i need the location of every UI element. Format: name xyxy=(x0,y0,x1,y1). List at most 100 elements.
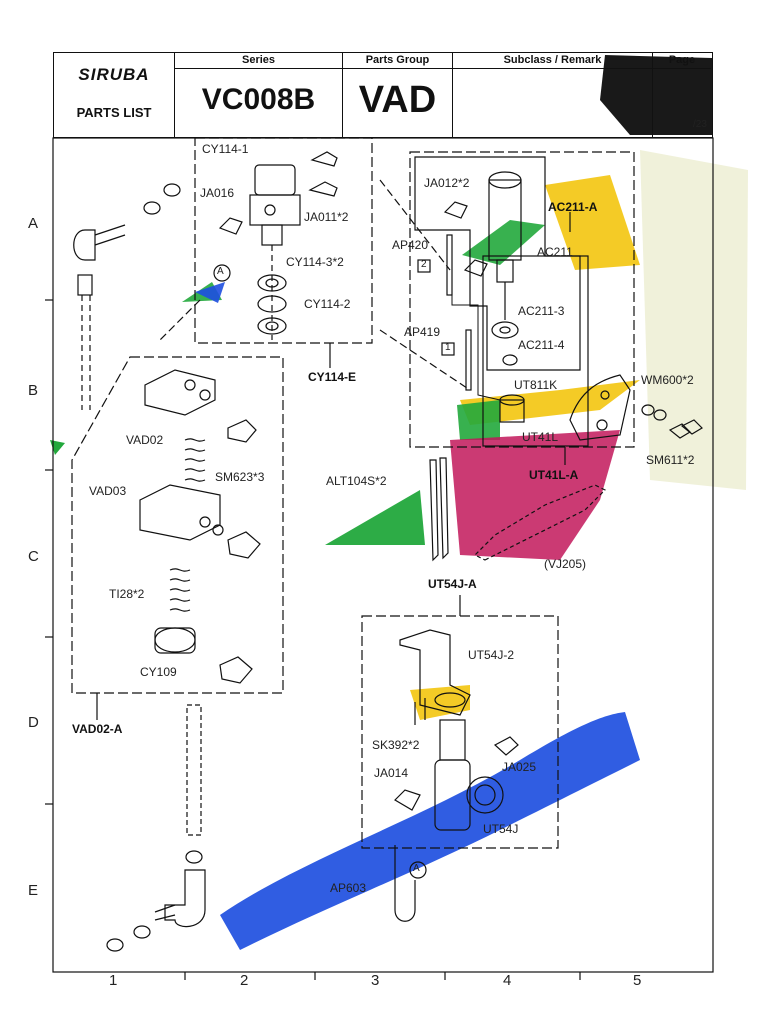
label-ti28: TI28*2 xyxy=(109,587,145,601)
ac211-4-washer xyxy=(502,354,518,366)
label-sk392: SK392*2 xyxy=(372,738,420,752)
sm623-bolt xyxy=(227,419,257,443)
spring-upper xyxy=(184,438,206,482)
ap603-tube xyxy=(394,845,416,922)
col-marker-1: 1 xyxy=(109,972,118,989)
col-marker-5: 5 xyxy=(633,972,642,989)
ja011-fittings xyxy=(308,151,338,197)
label-ut54j-a: UT54J-A xyxy=(428,577,477,591)
vad02-block xyxy=(144,369,216,416)
yellow-highlight-top xyxy=(545,175,640,270)
ap420-tube xyxy=(446,234,453,296)
label-ap419: AP419 xyxy=(404,325,441,339)
yellow-highlight-mid xyxy=(460,380,640,425)
label-cy114-e: CY114-E xyxy=(308,370,357,384)
ja025-fitting xyxy=(493,736,519,756)
col-marker-2: 2 xyxy=(240,972,249,989)
doc-type: PARTS LIST xyxy=(76,105,152,120)
callout-a-bottom xyxy=(409,861,427,879)
page-cell: Page /23 xyxy=(653,53,711,137)
label-sm623: SM623*3 xyxy=(215,470,265,484)
row-marker-a: A xyxy=(28,215,39,232)
label-ja012: JA012*2 xyxy=(424,176,470,190)
ac211-3-nut xyxy=(491,321,519,339)
ja016-fitting xyxy=(218,217,243,235)
green-highlight-left xyxy=(325,490,425,545)
label-vad03: VAD03 xyxy=(89,484,127,498)
series-caption: Series xyxy=(175,53,342,69)
ut811k-part xyxy=(499,394,525,423)
wm600-washers xyxy=(641,404,667,421)
ja012-fitting xyxy=(443,201,468,219)
brand-cell: SIRUBA PARTS LIST xyxy=(54,53,175,137)
label-ap603: AP603 xyxy=(330,881,367,895)
tube-routing xyxy=(451,295,501,401)
label-ut41l-a: UT41L-A xyxy=(529,468,579,482)
label-ja025: JA025 xyxy=(502,760,537,774)
dashed-ref-lines xyxy=(379,179,471,391)
row-marker-c: C xyxy=(28,548,39,565)
ut54j-2-bracket xyxy=(399,629,471,716)
ja012-fitting-2 xyxy=(463,259,488,277)
label-vad02: VAD02 xyxy=(126,433,164,447)
label-ja016: JA016 xyxy=(200,186,235,200)
sm611-screws xyxy=(668,419,703,439)
box-2-frame xyxy=(417,259,431,273)
col-marker-4: 4 xyxy=(503,972,512,989)
callout-a-bottom-letter: A xyxy=(413,863,420,874)
cy114-1-part xyxy=(249,164,301,246)
blue-stroke xyxy=(220,712,640,950)
grid-ticks xyxy=(45,299,581,980)
sk392-screws xyxy=(414,698,426,725)
green-highlight-edge xyxy=(50,440,65,455)
label-ap420: AP420 xyxy=(392,238,429,252)
redaction-scribble xyxy=(600,55,712,135)
vad03-block xyxy=(139,484,224,541)
col-marker-3: 3 xyxy=(371,972,380,989)
green-highlight-top xyxy=(462,220,545,265)
ac211a-inner-box xyxy=(414,156,581,371)
label-sm611: SM611*2 xyxy=(646,453,695,467)
label-alt104s: ALT104S*2 xyxy=(326,474,387,488)
label-cy114-3: CY114-3*2 xyxy=(286,255,344,269)
cy109-part xyxy=(154,627,196,654)
magenta-highlight xyxy=(450,430,620,560)
green-highlight-mid xyxy=(457,400,500,440)
label-vad02-a: VAD02-A xyxy=(72,722,123,736)
subclass-cell: Subclass / Remark xyxy=(453,53,653,137)
label-cy114-2: CY114-2 xyxy=(304,297,351,311)
left-hose-assembly xyxy=(73,183,181,410)
label-ac211: AC211 xyxy=(537,245,573,259)
label-ac211-a: AC211-A xyxy=(548,200,598,214)
ut41l-inner-box xyxy=(482,255,589,447)
page-caption: Page xyxy=(653,53,711,69)
callout-a-top xyxy=(213,264,231,282)
label-ut811k: UT811K xyxy=(514,378,558,392)
ut41l-bracket xyxy=(569,374,631,441)
sm623-bolt-2 xyxy=(227,531,261,559)
label-ut54j: UT54J xyxy=(483,822,519,836)
brand-logo: SIRUBA xyxy=(78,65,150,84)
label-wm600: WM600*2 xyxy=(641,373,694,387)
label-ac211-3: AC211-3 xyxy=(518,304,565,318)
label-box-1: 1 xyxy=(445,342,451,353)
group-value: VAD xyxy=(358,79,437,121)
label-ut54j-2: UT54J-2 xyxy=(468,648,515,662)
spring-lower xyxy=(169,568,191,612)
ut41la-group-box xyxy=(409,151,635,448)
label-ut41l: UT41L xyxy=(522,430,559,444)
label-ja011: JA011*2 xyxy=(304,210,349,224)
row-marker-b: B xyxy=(28,382,39,399)
ut54ja-group-box xyxy=(361,615,559,849)
box-1-frame xyxy=(441,342,455,356)
label-cy109: CY109 xyxy=(140,665,177,679)
label-vj205: (VJ205) xyxy=(544,557,587,571)
group-caption: Parts Group xyxy=(343,53,452,69)
vj205-bracket xyxy=(473,484,607,561)
vad02a-group-box xyxy=(71,356,284,694)
subclass-caption: Subclass / Remark xyxy=(453,53,652,69)
sm623-bolt-3 xyxy=(219,656,253,684)
title-block: SIRUBA PARTS LIST Series VC008B Parts Gr… xyxy=(53,52,713,138)
